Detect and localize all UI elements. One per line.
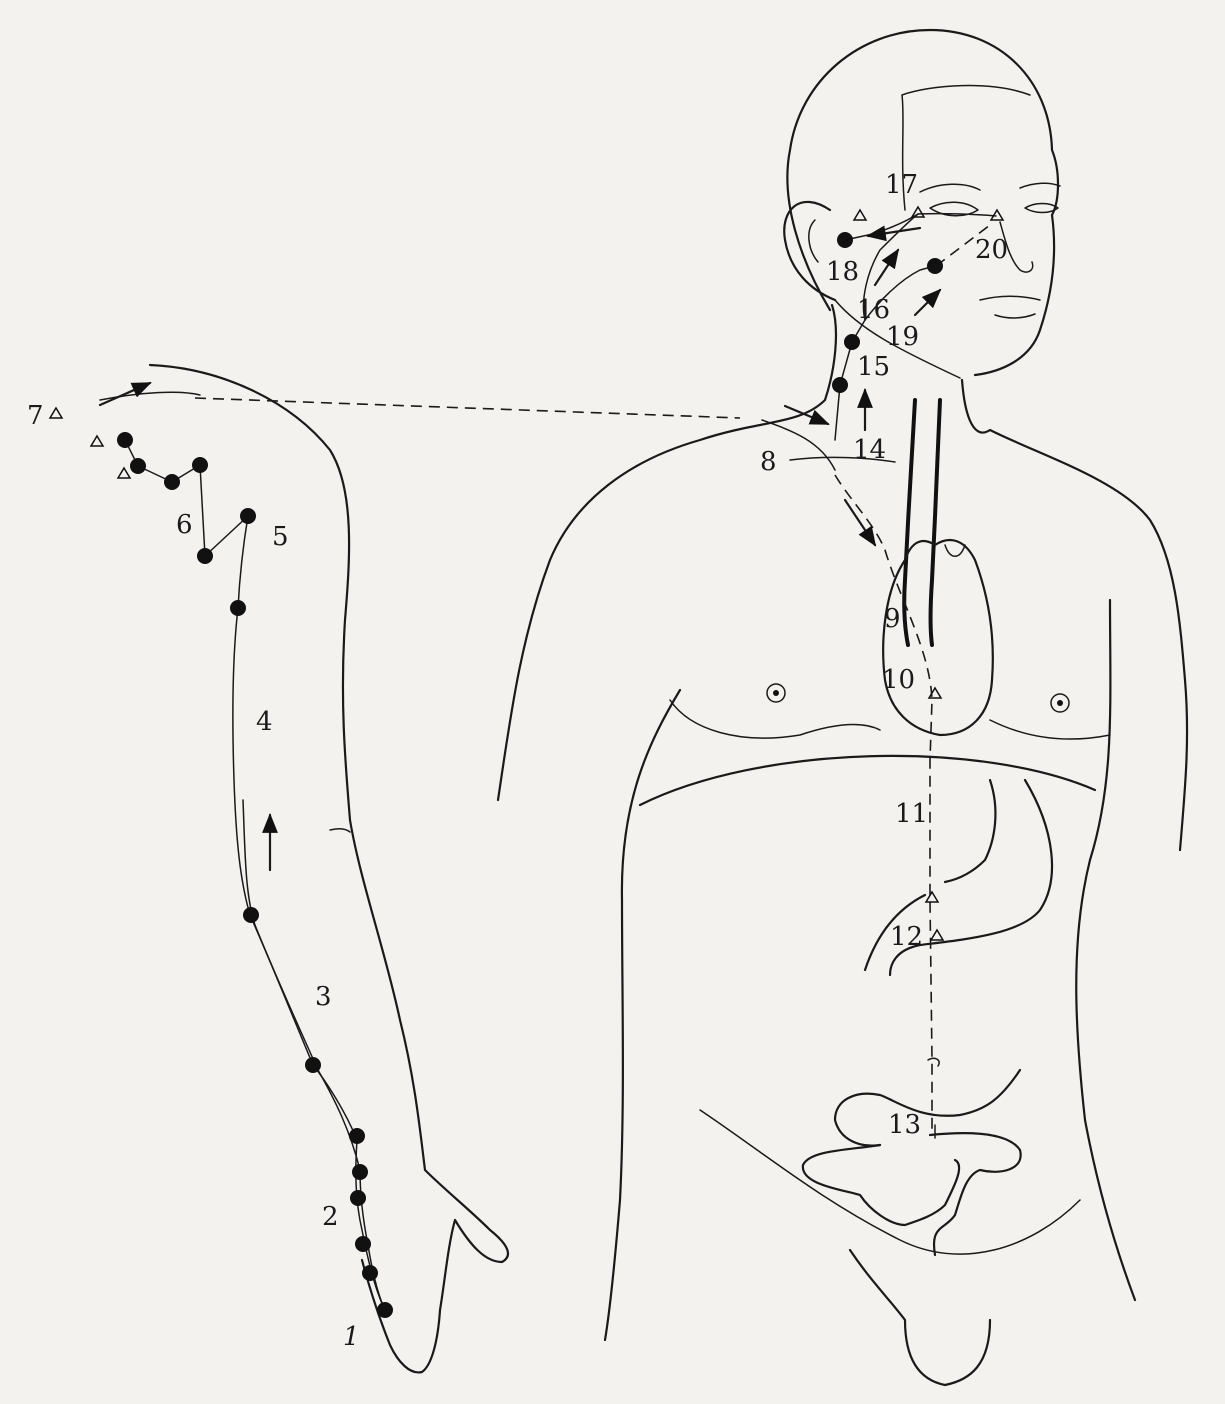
label-17: 17 (885, 170, 918, 200)
head-outline (784, 30, 1060, 375)
arm-arrows (100, 383, 270, 870)
label-5: 5 (272, 522, 289, 552)
heart (883, 540, 993, 735)
label-6: 6 (176, 510, 193, 540)
torso-outline (605, 600, 1135, 1385)
label-8: 8 (760, 447, 777, 477)
point-labels: 1 2 3 4 5 6 7 8 9 10 11 12 13 14 15 16 1… (27, 170, 1008, 1352)
label-13: 13 (888, 1110, 921, 1140)
intestine (803, 1070, 1021, 1255)
label-19: 19 (886, 322, 919, 352)
label-11: 11 (895, 799, 928, 829)
label-2: 2 (322, 1202, 339, 1232)
label-10: 10 (882, 665, 915, 695)
label-3: 3 (315, 982, 332, 1012)
label-1: 1 (343, 1322, 360, 1352)
label-14: 14 (853, 435, 886, 465)
label-20: 20 (975, 235, 1008, 265)
label-4: 4 (256, 707, 273, 737)
arm-meridian (125, 440, 385, 1310)
label-18: 18 (826, 257, 859, 287)
label-9: 9 (884, 604, 901, 634)
label-12: 12 (890, 922, 923, 952)
label-16: 16 (857, 295, 890, 325)
trunk-arrows (785, 228, 940, 545)
arm-outline (100, 365, 508, 1372)
esophagus (904, 400, 940, 645)
label-15: 15 (857, 352, 890, 382)
label-7: 7 (27, 401, 44, 431)
